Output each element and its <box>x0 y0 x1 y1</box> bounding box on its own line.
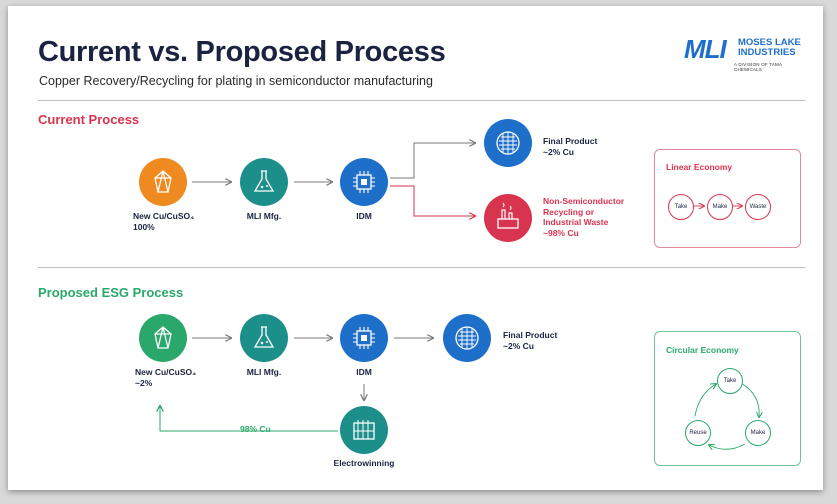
label-proposed-idm: IDM <box>356 367 372 377</box>
label-current-mfg: MLI Mfg. <box>246 211 282 221</box>
node-proposed-source <box>139 314 187 362</box>
linear-step-take: Take <box>668 194 694 220</box>
infographic-card: Current vs. Proposed Process Copper Reco… <box>8 6 823 490</box>
arrow-idm-to-product <box>390 143 475 179</box>
node-current-waste <box>484 194 532 242</box>
label-proposed-source-line2: ~2% <box>135 377 153 388</box>
circular-step-reuse: Reuse <box>685 420 711 446</box>
wafer-icon <box>455 326 479 350</box>
chip-icon <box>353 327 375 349</box>
node-proposed-electrowinning <box>340 406 388 454</box>
logo-name: MOSES LAKE INDUSTRIES <box>738 38 801 58</box>
wafer-icon <box>496 131 520 155</box>
label-proposed-product-line2: ~2% Cu <box>503 340 534 351</box>
linear-step-make: Make <box>707 194 733 220</box>
label-current-waste: Non-Semiconductor Recycling or Industria… <box>543 196 624 238</box>
label-current-source: New Cu/CuSO₄ 100% <box>133 211 194 232</box>
flow-arrows <box>8 6 823 432</box>
electrowinning-tank-icon <box>353 420 375 440</box>
circular-step-make: Make <box>745 420 771 446</box>
flask-icon <box>253 326 275 348</box>
node-proposed-idm <box>340 314 388 362</box>
label-current-waste-line2: Recycling or <box>543 206 595 217</box>
label-proposed-product: Final Product ~2% Cu <box>503 330 557 351</box>
logo-tagline: A DIVISION OF TAMA CHEMICALS <box>734 62 782 72</box>
logo-name-line2: INDUSTRIES <box>738 47 796 58</box>
label-current-source-line2: 100% <box>133 221 155 232</box>
node-proposed-mfg <box>240 314 288 362</box>
label-current-product-line1: Final Product <box>543 136 598 146</box>
section-current-heading: Current Process <box>38 112 140 127</box>
section-proposed-heading: Proposed ESG Process <box>38 285 184 300</box>
logo-name-line1: MOSES LAKE <box>738 37 801 48</box>
label-proposed-source-line1: New Cu/CuSO₄ <box>135 367 197 377</box>
circular-economy-arrows <box>694 382 800 465</box>
label-current-waste-line4: ~98% Cu <box>543 227 579 238</box>
label-proposed-product-line1: Final Product <box>503 330 558 340</box>
label-current-waste-line3: Industrial Waste <box>543 217 609 227</box>
label-proposed-electrowinning: Electrowinning <box>333 458 395 468</box>
label-current-product-line2: ~2% Cu <box>543 146 574 157</box>
node-current-product <box>484 119 532 167</box>
label-current-waste-line1: Non-Semiconductor <box>543 196 625 206</box>
circular-step-take: Take <box>717 368 743 394</box>
node-proposed-product <box>443 314 491 362</box>
page-subtitle: Copper Recovery/Recycling for plating in… <box>39 74 433 88</box>
label-current-product: Final Product ~2% Cu <box>543 136 597 157</box>
logo-mark: MLI <box>684 34 727 64</box>
chip-icon <box>353 171 375 193</box>
label-proposed-source: New Cu/CuSO₄ ~2% <box>135 367 196 388</box>
linear-economy-box: Linear Economy Take Make Waste <box>654 149 801 248</box>
factory-icon <box>497 202 519 229</box>
linear-economy-title: Linear Economy <box>666 162 733 172</box>
divider-middle <box>38 267 805 268</box>
divider-top <box>38 100 805 101</box>
loop-label: 98% Cu <box>240 424 271 434</box>
linear-step-waste: Waste <box>745 194 771 220</box>
node-current-source <box>139 158 187 206</box>
arrow-electro-to-source <box>160 406 338 432</box>
company-logo: MLI MOSES LAKE INDUSTRIES A DIVISION OF … <box>684 34 804 76</box>
label-current-source-line1: New Cu/CuSO₄ <box>133 211 195 221</box>
flask-icon <box>253 170 275 192</box>
circular-economy-title: Circular Economy <box>666 345 739 355</box>
node-current-mfg <box>240 158 288 206</box>
gem-icon <box>154 170 172 193</box>
circular-economy-box: Circular Economy Take Make Reuse <box>654 331 801 466</box>
linear-economy-arrows <box>693 150 800 247</box>
arrow-idm-to-waste <box>390 185 475 216</box>
label-current-idm: IDM <box>356 211 372 221</box>
label-proposed-mfg: MLI Mfg. <box>246 367 282 377</box>
node-current-idm <box>340 158 388 206</box>
page-title: Current vs. Proposed Process <box>38 36 446 68</box>
gem-icon <box>154 326 172 349</box>
